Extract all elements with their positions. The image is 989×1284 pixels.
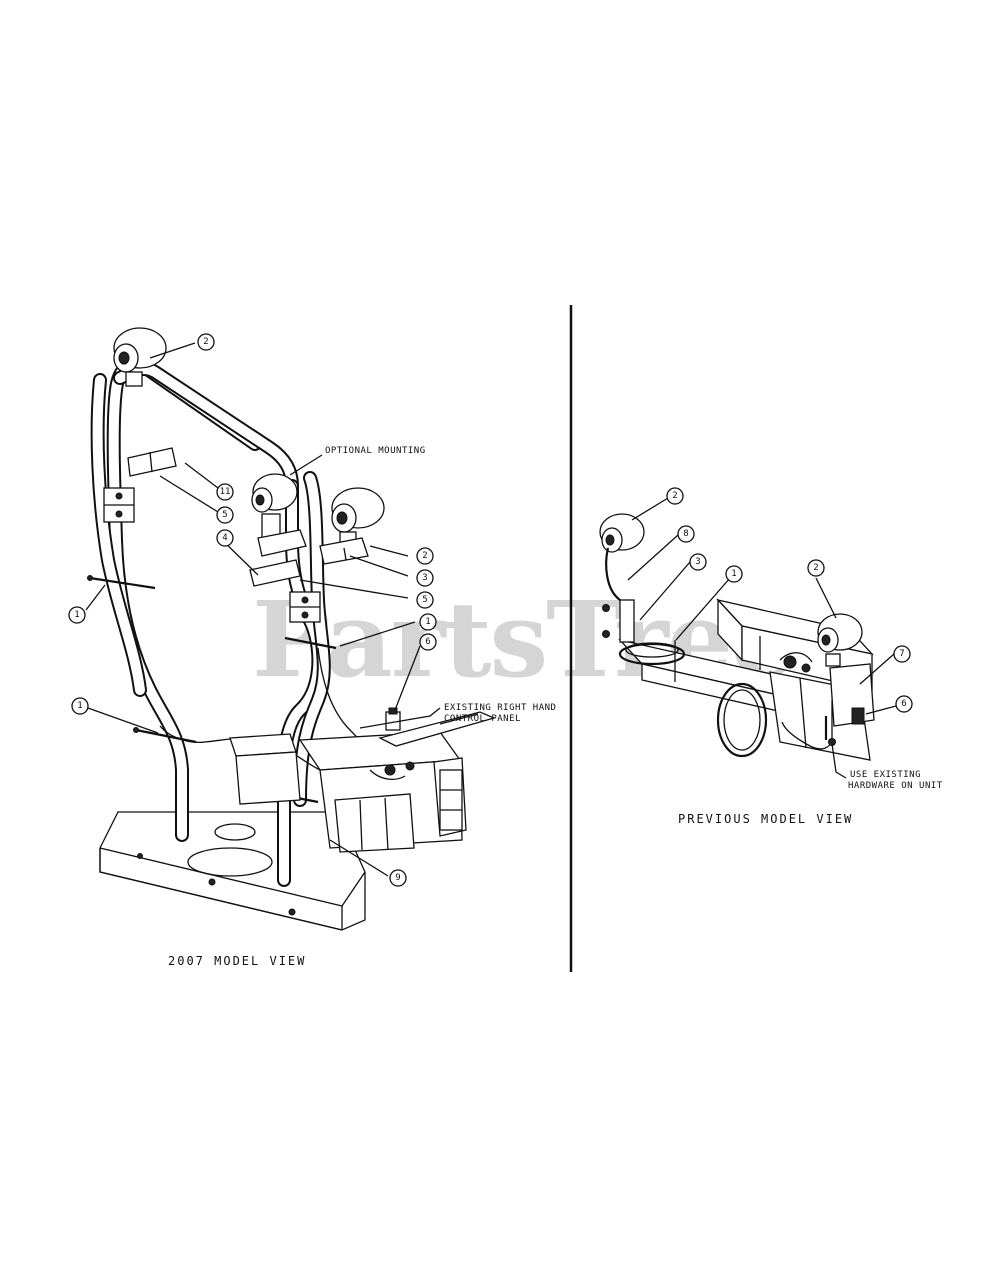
note-control-panel-1: EXISTING RIGHT HAND	[444, 703, 556, 713]
callout-number: 7	[899, 649, 904, 659]
callout-number: 2	[422, 551, 427, 561]
callout-number: 5	[422, 595, 427, 605]
work-light-left-prev	[599, 513, 645, 643]
base-plate	[99, 811, 366, 931]
mount-bracket	[127, 447, 177, 477]
control-panel	[378, 711, 496, 747]
right-view-drawing	[599, 497, 897, 779]
work-light-top	[113, 327, 167, 387]
caption-previous-model-view: PREVIOUS MODEL VIEW	[678, 812, 853, 826]
callout-number: 1	[74, 610, 79, 620]
note-optional-mounting: OPTIONAL MOUNTING	[325, 446, 426, 456]
left-callouts: 2 11 5 4 2 3 5 1 1 6 1 9	[68, 333, 437, 887]
left-view-drawing	[85, 327, 496, 931]
mounting-ring	[618, 642, 686, 666]
note-control-panel-2: CONTROL PANEL	[444, 714, 521, 724]
callout-number: 3	[422, 573, 427, 583]
note-hardware-2: HARDWARE ON UNIT	[848, 781, 943, 791]
callout-number: 1	[425, 617, 430, 627]
callout-number: 6	[901, 699, 906, 709]
right-callouts: 2 8 3 1 2 7 6	[666, 487, 913, 713]
callout-number: 2	[203, 337, 208, 347]
callout-number: 5	[222, 510, 227, 520]
callout-number: 2	[672, 491, 677, 501]
callout-number: 11	[220, 487, 231, 497]
callout-number: 1	[731, 569, 736, 579]
work-light-right	[319, 487, 385, 565]
light-switch-prev	[851, 707, 865, 725]
callout-number: 3	[695, 557, 700, 567]
hoop	[716, 682, 768, 758]
callout-number: 6	[425, 637, 430, 647]
work-light-right-prev	[817, 613, 863, 667]
callout-number: 8	[683, 529, 688, 539]
note-hardware-1: USE EXISTING	[850, 770, 921, 780]
callout-number: 1	[77, 701, 82, 711]
callout-number: 4	[222, 533, 227, 543]
callout-number: 2	[813, 563, 818, 573]
engine-assembly	[229, 731, 467, 853]
light-bracket	[249, 559, 301, 587]
caption-2007-model-view: 2007 MODEL VIEW	[168, 954, 306, 968]
work-light-optional	[251, 473, 307, 557]
callout-number: 9	[395, 873, 400, 883]
